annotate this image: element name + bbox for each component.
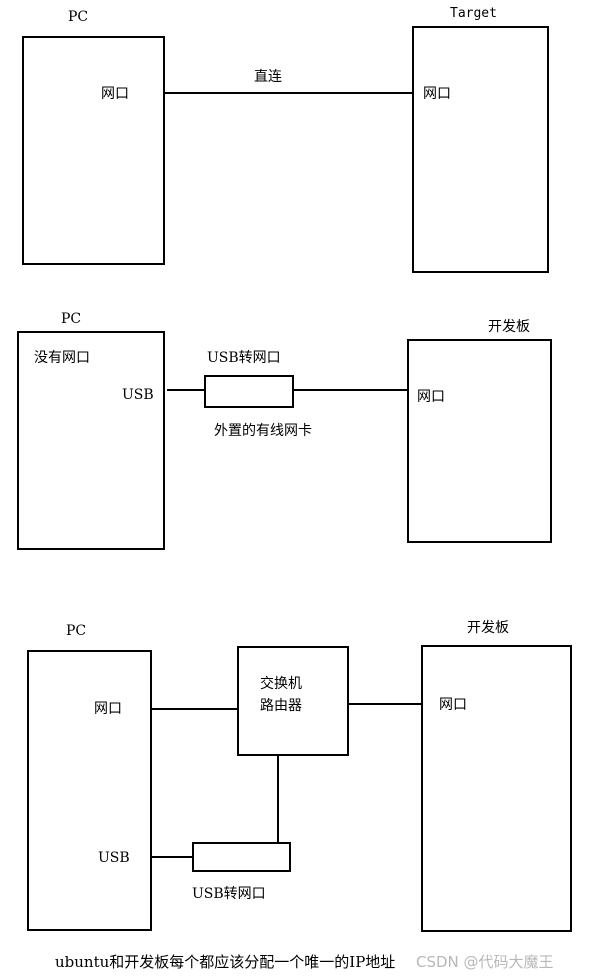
- board-port-label: 网口: [417, 389, 445, 405]
- switch-to-adapter-line: [277, 755, 279, 843]
- csdn-watermark: CSDN @代码大魔王: [416, 953, 554, 971]
- pc-title: PC: [68, 9, 89, 25]
- adapter-label: USB转网口: [207, 350, 281, 366]
- board-box: [421, 645, 572, 932]
- adapter-label: USB转网口: [192, 886, 266, 902]
- pc-no-port-note: 没有网口: [34, 350, 90, 366]
- adapter-caption: 外置的有线网卡: [214, 423, 312, 439]
- pc-box: [17, 331, 165, 550]
- pc-box: [27, 650, 152, 931]
- pc-title: PC: [66, 623, 87, 639]
- pc-usb-label: USB: [122, 387, 154, 403]
- pc-to-switch-line: [151, 708, 239, 710]
- board-title: 开发板: [488, 319, 530, 335]
- usb-cable-line: [167, 389, 205, 391]
- usb-cable-line: [151, 856, 193, 858]
- switch-label-line2: 路由器: [260, 698, 302, 714]
- switch-router-box: [237, 646, 349, 756]
- switch-label-line1: 交换机: [260, 676, 302, 692]
- ethernet-cable-line: [293, 389, 409, 391]
- ip-address-note: ubuntu和开发板每个都应该分配一个唯一的IP地址: [55, 953, 396, 971]
- pc-port-label: 网口: [94, 701, 122, 717]
- target-title: Target: [450, 6, 497, 21]
- usb-adapter-box: [192, 842, 291, 872]
- pc-box: [22, 36, 165, 265]
- pc-usb-label: USB: [98, 850, 130, 866]
- direct-link-line: [164, 92, 414, 94]
- board-box: [407, 339, 552, 543]
- pc-port-label: 网口: [101, 86, 129, 102]
- target-box: [412, 26, 549, 273]
- pc-title: PC: [61, 311, 82, 327]
- board-title: 开发板: [467, 620, 509, 636]
- board-port-label: 网口: [439, 697, 467, 713]
- target-port-label: 网口: [423, 86, 451, 102]
- direct-link-label: 直连: [254, 69, 282, 85]
- switch-to-board-line: [348, 703, 423, 705]
- usb-adapter-box: [204, 375, 294, 408]
